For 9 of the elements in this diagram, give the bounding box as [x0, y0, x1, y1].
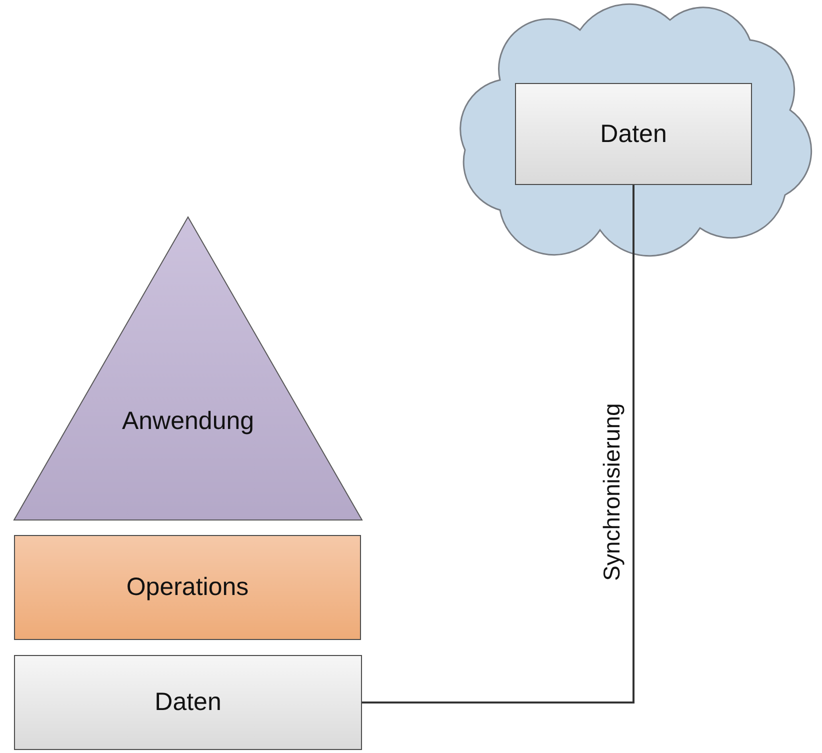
process-box — [14, 535, 361, 640]
process-box — [515, 83, 752, 185]
triangle-shape — [14, 217, 362, 520]
process-box — [14, 655, 362, 750]
node-label: Operations — [126, 573, 249, 602]
connector-line — [362, 185, 634, 704]
node-label: Anwendung — [122, 407, 254, 436]
node-label: Daten — [600, 120, 667, 148]
node-label: Daten — [154, 688, 222, 717]
